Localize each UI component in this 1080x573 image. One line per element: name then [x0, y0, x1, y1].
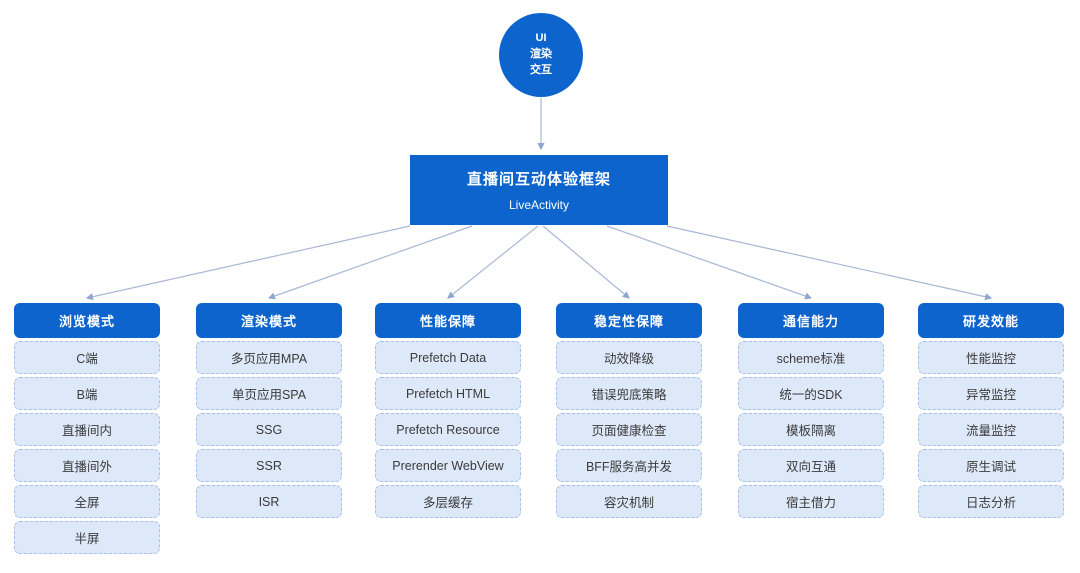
column-item: 双向互通	[738, 449, 884, 482]
column-header: 通信能力	[738, 303, 884, 338]
column-item: BFF服务高并发	[556, 449, 702, 482]
column-item: 流量监控	[918, 413, 1064, 446]
column-item: 性能监控	[918, 341, 1064, 374]
column-item: 直播间外	[14, 449, 160, 482]
column-item: 原生调试	[918, 449, 1064, 482]
column-item: SSG	[196, 413, 342, 446]
column-item: scheme标准	[738, 341, 884, 374]
column-item: 模板隔离	[738, 413, 884, 446]
column-item: 单页应用SPA	[196, 377, 342, 410]
column-item: 直播间内	[14, 413, 160, 446]
column-item: ISR	[196, 485, 342, 518]
column-item: 多层缓存	[375, 485, 521, 518]
column-item: 宿主借力	[738, 485, 884, 518]
column-6: 研发效能性能监控异常监控流量监控原生调试日志分析	[918, 303, 1064, 518]
column-header: 浏览模式	[14, 303, 160, 338]
column-item: Prerender WebView	[375, 449, 521, 482]
root-node-line: UI	[535, 32, 547, 45]
column-item: 错误兜底策略	[556, 377, 702, 410]
framework-node: 直播间互动体验框架 LiveActivity	[410, 155, 668, 225]
column-item: B端	[14, 377, 160, 410]
root-node-line: 渲染	[530, 48, 552, 61]
column-item: 半屏	[14, 521, 160, 554]
column-item: Prefetch Data	[375, 341, 521, 374]
column-item: 日志分析	[918, 485, 1064, 518]
column-item: SSR	[196, 449, 342, 482]
column-item: 全屏	[14, 485, 160, 518]
column-header: 性能保障	[375, 303, 521, 338]
column-item: Prefetch Resource	[375, 413, 521, 446]
framework-subtitle: LiveActivity	[508, 198, 570, 212]
column-item: 页面健康检查	[556, 413, 702, 446]
root-node-line: 交互	[530, 63, 552, 76]
column-header: 稳定性保障	[556, 303, 702, 338]
column-item: 统一的SDK	[738, 377, 884, 410]
column-item: 容灾机制	[556, 485, 702, 518]
root-node: UI 渲染 交互	[499, 13, 583, 97]
column-item: 异常监控	[918, 377, 1064, 410]
column-header: 研发效能	[918, 303, 1064, 338]
column-item: 动效降级	[556, 341, 702, 374]
column-item: Prefetch HTML	[375, 377, 521, 410]
column-header: 渲染模式	[196, 303, 342, 338]
column-item: 多页应用MPA	[196, 341, 342, 374]
column-item: C端	[14, 341, 160, 374]
framework-title: 直播间互动体验框架	[466, 171, 611, 188]
